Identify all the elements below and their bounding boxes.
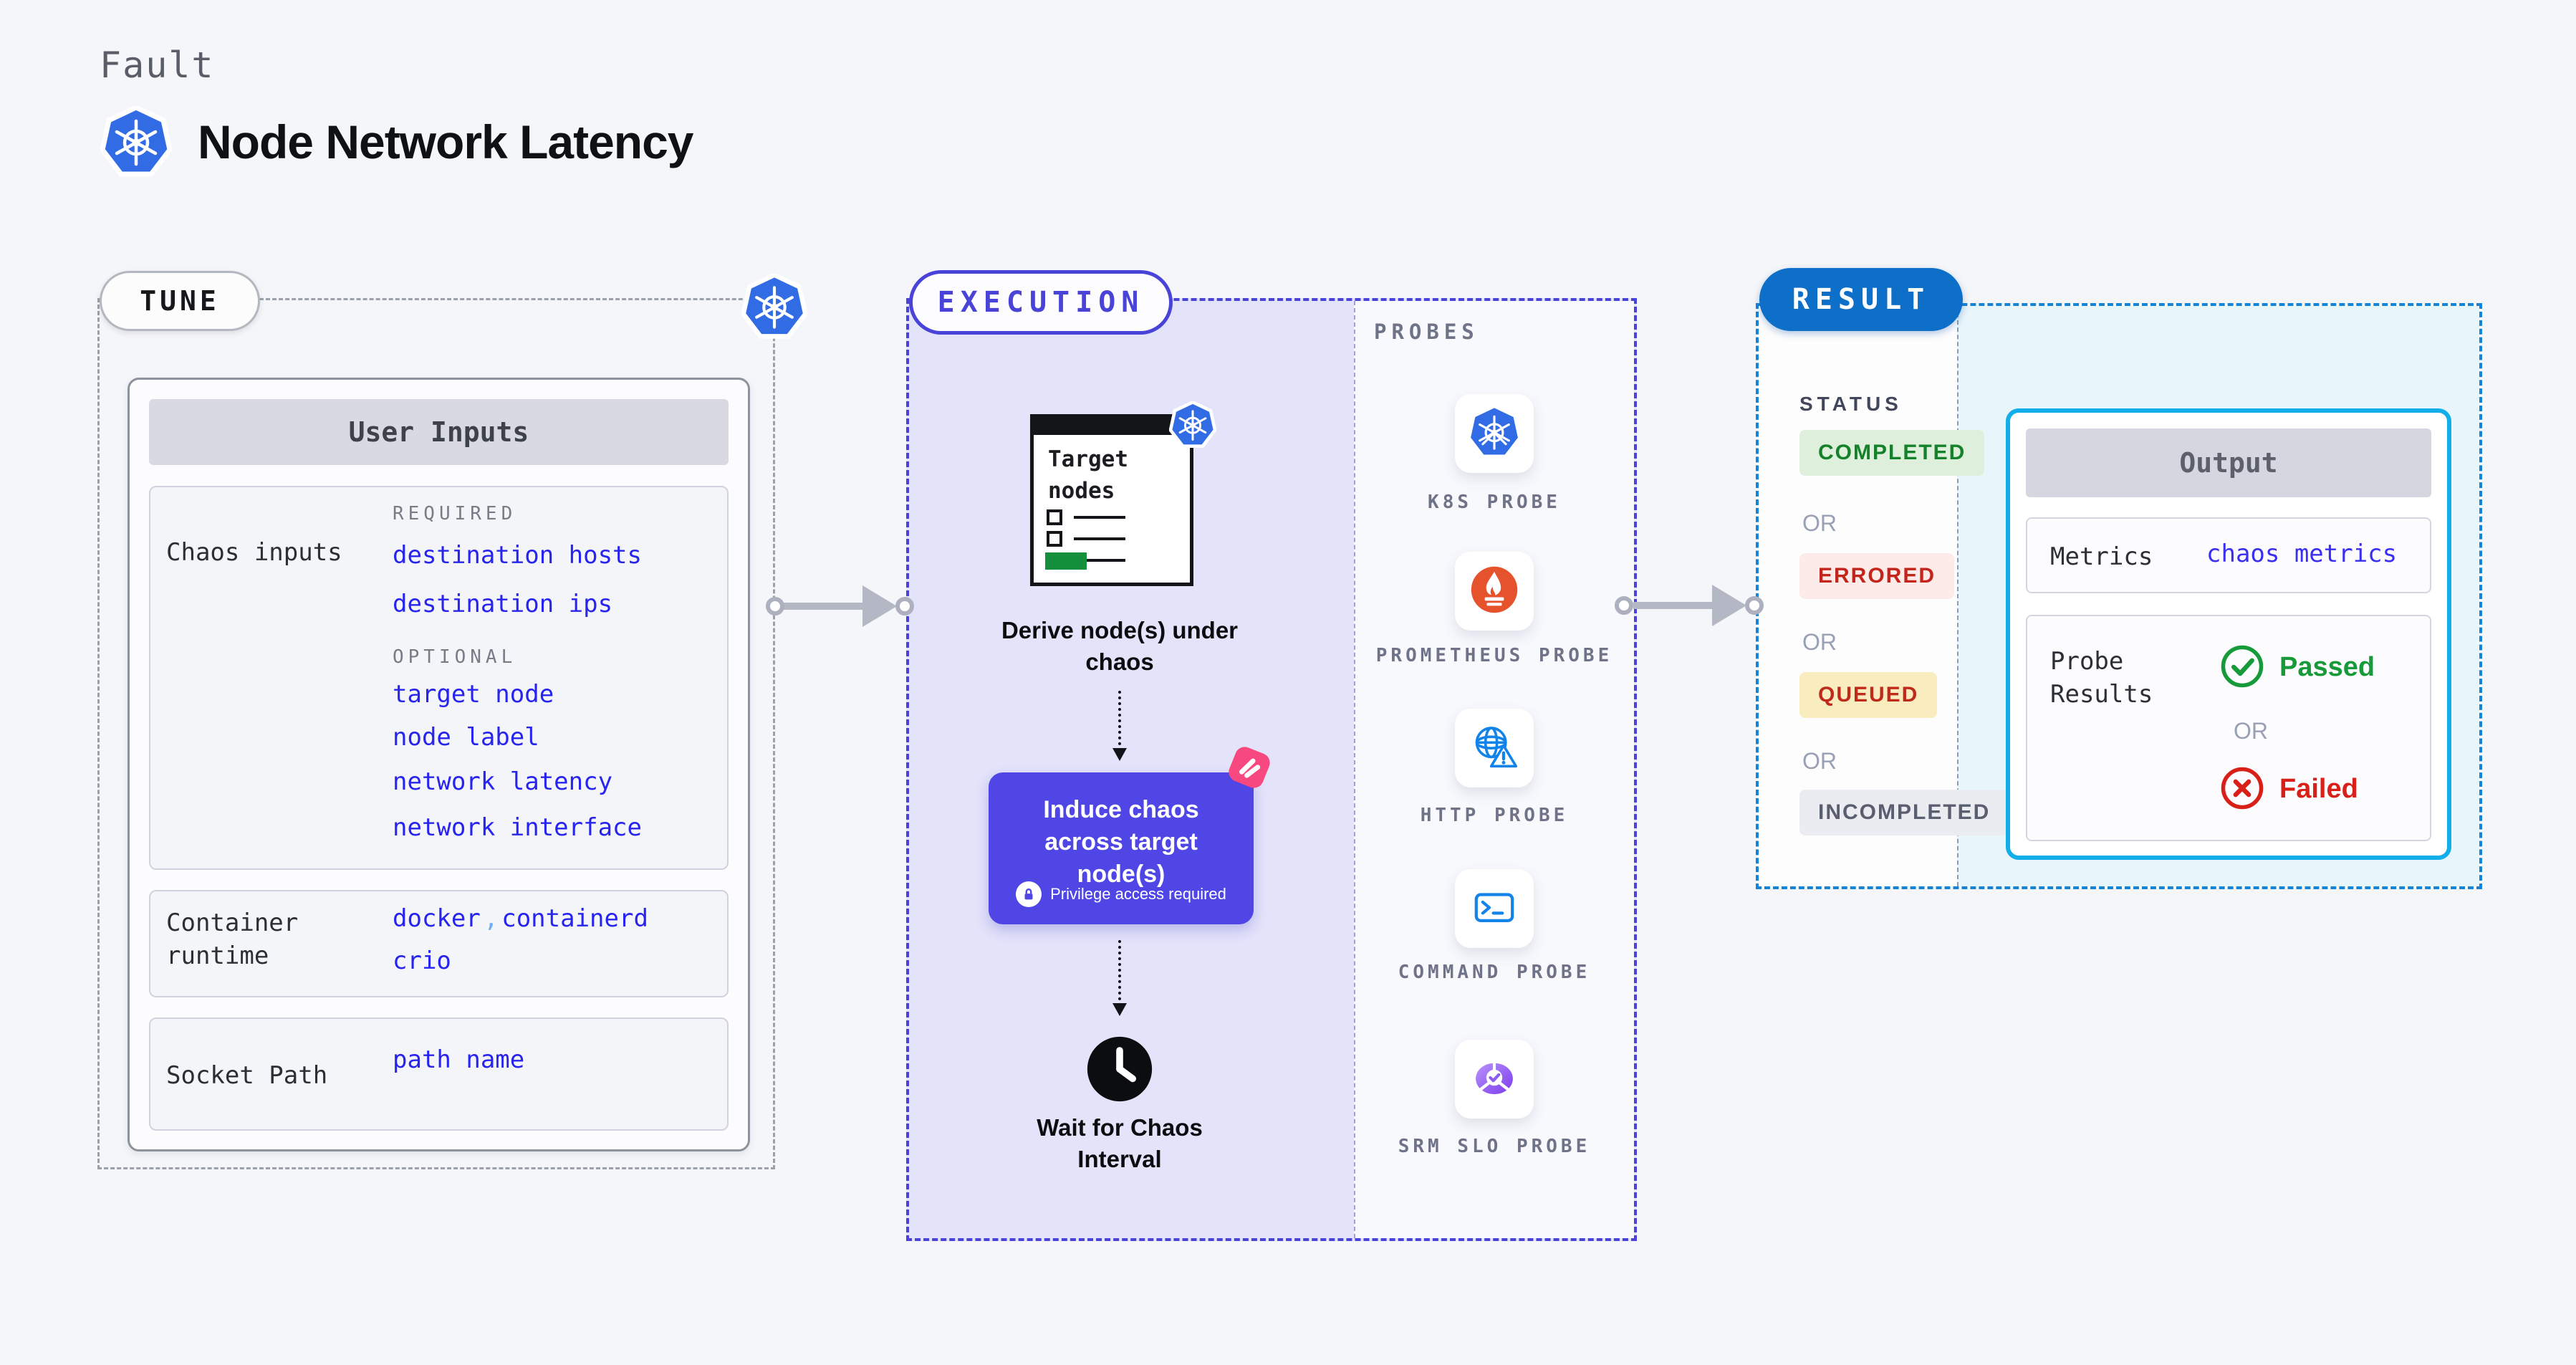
chaos-inputs-label: Chaos inputs bbox=[166, 538, 342, 567]
status-badge-completed: COMPLETED bbox=[1799, 430, 1985, 476]
checkbox-icon bbox=[1047, 531, 1062, 547]
flow-down-arrow bbox=[1112, 940, 1127, 1016]
failed-label: Failed bbox=[2279, 774, 2358, 804]
probe-card-prometheus bbox=[1455, 552, 1534, 631]
connector-dot bbox=[766, 597, 784, 616]
slo-gauge-icon bbox=[1469, 1053, 1519, 1106]
list-line bbox=[1074, 559, 1125, 562]
runtime-value-containerd[interactable]: containerd bbox=[501, 904, 648, 933]
clock-icon bbox=[1085, 1035, 1154, 1103]
target-nodes-card: Target nodes bbox=[1030, 414, 1193, 586]
tune-to-execution-arrow bbox=[784, 603, 867, 610]
lock-icon bbox=[1016, 881, 1042, 907]
check-circle-icon bbox=[2219, 643, 2265, 693]
terminal-icon bbox=[1469, 882, 1519, 936]
status-badge-errored: ERRORED bbox=[1799, 553, 1955, 599]
connector-dot bbox=[1745, 596, 1764, 615]
or-separator: OR bbox=[1802, 748, 1837, 774]
output-header: Output bbox=[2026, 428, 2431, 497]
arrowhead-icon bbox=[1712, 585, 1746, 626]
metrics-label: Metrics bbox=[2050, 542, 2153, 571]
chaos-inputs-row bbox=[149, 486, 729, 870]
connector-dot bbox=[895, 597, 914, 616]
input-link-destination-hosts[interactable]: destination hosts bbox=[393, 541, 642, 570]
checkbox-icon bbox=[1047, 509, 1062, 525]
kubernetes-icon bbox=[1469, 406, 1519, 461]
connector-dot bbox=[1615, 596, 1633, 615]
probe-label-srm-slo: SRM SLO PROBE bbox=[1398, 1136, 1591, 1157]
list-line bbox=[1074, 537, 1125, 540]
probe-label-prometheus: PROMETHEUS PROBE bbox=[1375, 645, 1613, 666]
status-badge-incompleted: INCOMPLETED bbox=[1799, 790, 2009, 835]
output-card: Output Metrics chaos metrics Probe Resul… bbox=[2006, 408, 2451, 860]
flow-down-arrow bbox=[1112, 691, 1127, 761]
probe-label-command: COMMAND PROBE bbox=[1398, 962, 1591, 983]
http-globe-icon bbox=[1469, 721, 1520, 776]
execution-stage-badge: EXECUTION bbox=[909, 270, 1173, 335]
container-runtime-values-line1: docker , containerd bbox=[393, 904, 648, 933]
input-link-destination-ips[interactable]: destination ips bbox=[393, 590, 613, 618]
probe-card-k8s bbox=[1455, 394, 1534, 473]
privilege-note: Privilege access required bbox=[989, 881, 1254, 907]
probes-heading: PROBES bbox=[1374, 320, 1479, 344]
probe-card-http bbox=[1455, 709, 1534, 787]
prometheus-icon bbox=[1469, 565, 1519, 618]
execution-to-result-arrow bbox=[1633, 602, 1716, 609]
page-title: Node Network Latency bbox=[198, 115, 693, 168]
tune-stage-badge: TUNE bbox=[100, 271, 260, 331]
socket-path-label: Socket Path bbox=[166, 1061, 328, 1090]
progress-bar bbox=[1045, 552, 1087, 570]
litmus-chaos-icon bbox=[1226, 744, 1273, 791]
optional-heading: OPTIONAL bbox=[393, 646, 517, 668]
passed-label: Passed bbox=[2279, 652, 2375, 682]
user-inputs-header: User Inputs bbox=[149, 399, 729, 465]
runtime-value-crio[interactable]: crio bbox=[393, 947, 451, 975]
metrics-row: Metrics chaos metrics bbox=[2026, 517, 2431, 593]
status-badge-queued: QUEUED bbox=[1799, 672, 1938, 718]
probe-label-http: HTTP PROBE bbox=[1420, 805, 1569, 826]
target-nodes-title: Target nodes bbox=[1048, 446, 1128, 504]
probe-label-k8s: K8S PROBE bbox=[1428, 492, 1561, 513]
runtime-value-docker[interactable]: docker bbox=[393, 904, 481, 933]
list-line bbox=[1074, 516, 1125, 519]
fault-eyebrow: Fault bbox=[100, 44, 215, 86]
or-separator: OR bbox=[2234, 718, 2268, 744]
probe-results-label: Probe Results bbox=[2050, 647, 2153, 709]
probe-card-command bbox=[1455, 869, 1534, 948]
or-separator: OR bbox=[1802, 510, 1837, 536]
status-heading: STATUS bbox=[1799, 393, 1903, 415]
socket-path-value[interactable]: path name bbox=[393, 1045, 525, 1074]
induce-chaos-box: Induce chaos across target node(s) Privi… bbox=[989, 772, 1254, 924]
card-titlebar bbox=[1034, 418, 1190, 435]
runtime-comma: , bbox=[484, 904, 499, 933]
kubernetes-icon bbox=[741, 274, 807, 340]
input-link-network-latency[interactable]: network latency bbox=[393, 767, 613, 796]
arrowhead-icon bbox=[862, 585, 897, 627]
required-heading: REQUIRED bbox=[393, 503, 517, 525]
container-runtime-label: Container runtime bbox=[166, 909, 299, 970]
probe-card-srm-slo bbox=[1455, 1040, 1534, 1119]
probe-results-row: Probe Results Passed OR Failed bbox=[2026, 615, 2431, 841]
input-link-node-label[interactable]: node label bbox=[393, 723, 539, 752]
x-circle-icon bbox=[2219, 765, 2265, 815]
socket-path-row bbox=[149, 1017, 729, 1131]
kubernetes-icon bbox=[1169, 401, 1216, 449]
container-runtime-row bbox=[149, 890, 729, 997]
or-separator: OR bbox=[1802, 629, 1837, 655]
kubernetes-icon bbox=[100, 106, 172, 178]
privilege-note-text: Privilege access required bbox=[1050, 885, 1226, 903]
input-link-network-interface[interactable]: network interface bbox=[393, 813, 642, 842]
input-link-target-node[interactable]: target node bbox=[393, 680, 554, 709]
induce-chaos-text: Induce chaos across target node(s) bbox=[1043, 796, 1199, 888]
metrics-value-link[interactable]: chaos metrics bbox=[2206, 540, 2398, 568]
step-derive-nodes: Derive node(s) under chaos bbox=[1001, 617, 1239, 675]
tune-section-frame bbox=[97, 298, 775, 1169]
step-wait-interval: Wait for Chaos Interval bbox=[1037, 1114, 1203, 1172]
result-stage-badge: RESULT bbox=[1759, 268, 1963, 331]
